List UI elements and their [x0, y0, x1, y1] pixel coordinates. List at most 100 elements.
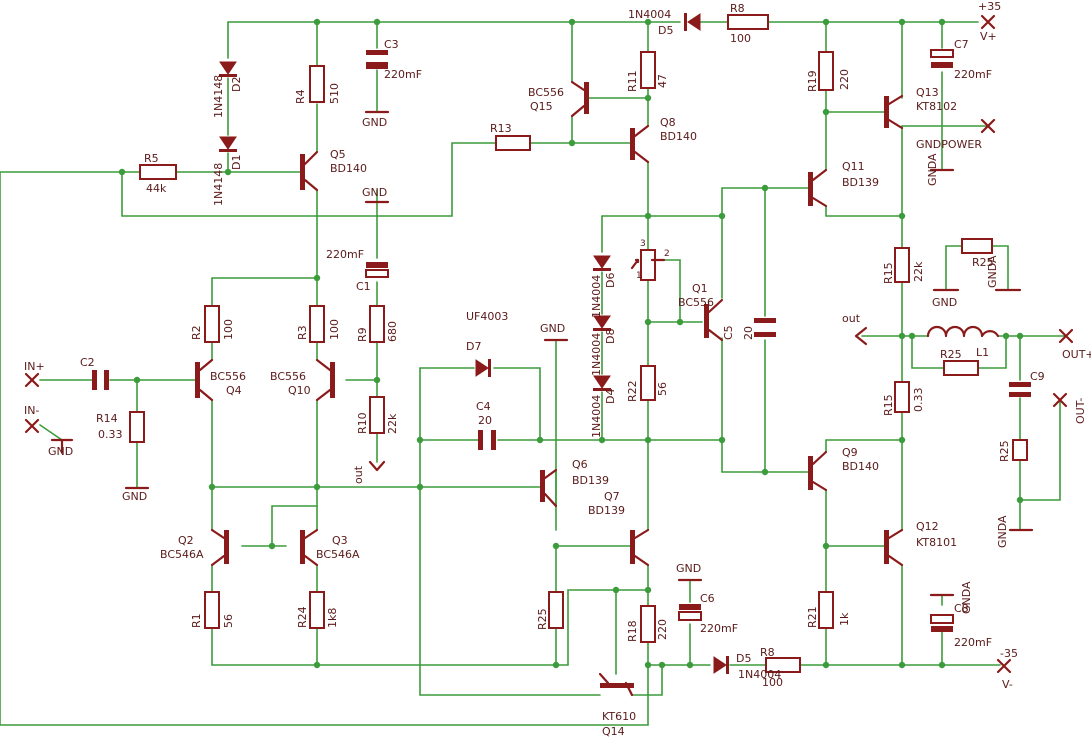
pot-pin-2: 2 — [664, 249, 670, 259]
r3-name: R3 — [296, 325, 309, 340]
r18-value: 220 — [838, 69, 851, 90]
q11-part: BD139 — [842, 176, 879, 189]
d2-part: 1N4148 — [212, 75, 225, 118]
diodes — [219, 13, 729, 674]
c5-value: 20 — [742, 326, 755, 340]
q14-name: Q14 — [602, 725, 625, 738]
gnda-c8: GNDA — [960, 581, 973, 614]
d7-part: UF4003 — [466, 310, 508, 323]
c3-name: C3 — [384, 38, 399, 51]
q2-part: BC546A — [160, 548, 204, 561]
r5-value: 44k — [146, 182, 167, 195]
capacitors — [92, 49, 1031, 632]
r1-name: R1 — [190, 613, 203, 628]
c7-name: C7 — [954, 38, 969, 51]
r10-name: R10 — [356, 412, 369, 434]
gnda-out: GNDA — [996, 515, 1009, 548]
q6-name: Q6 — [572, 458, 588, 471]
r23-name: R25 — [940, 348, 962, 361]
q10-name: Q10 — [288, 384, 311, 397]
q12-name: Q12 — [916, 520, 939, 533]
c1-value: 220mF — [326, 248, 364, 261]
gnda-r25: GNDA — [986, 255, 999, 288]
q8-name: Q8 — [660, 116, 676, 129]
d5b-name: D5 — [736, 652, 751, 665]
c4-value: 20 — [478, 414, 492, 427]
q3-part: BC546A — [316, 548, 360, 561]
r5-name: R5 — [144, 152, 159, 165]
r19-name: R21 — [806, 606, 819, 628]
d6-name: D6 — [604, 273, 617, 288]
in-neg-label: IN- — [24, 404, 39, 417]
d4-name: D4 — [604, 389, 617, 404]
q7-part: BD139 — [588, 504, 625, 517]
c7-value: 220mF — [954, 68, 992, 81]
r2-name: R2 — [190, 325, 203, 340]
c8-name: C8 — [954, 602, 969, 615]
d6-part: 1N4004 — [590, 275, 603, 318]
r15b-value: 0.33 — [912, 388, 925, 413]
q13-name: Q13 — [916, 86, 939, 99]
gndpower-label: GNDPOWER — [916, 138, 982, 151]
r17-value: 220 — [656, 619, 669, 640]
d2-name: D2 — [230, 77, 243, 92]
r1-value: 56 — [222, 614, 235, 628]
r13-name: R13 — [490, 122, 512, 135]
d5-name: D5 — [658, 24, 673, 37]
r4-value: 510 — [328, 83, 341, 104]
q10-part: BC556 — [270, 370, 306, 383]
c6-name: C6 — [700, 592, 715, 605]
r18-name: R19 — [806, 70, 819, 92]
r11-name: R11 — [626, 70, 639, 92]
d1-part: 1N4148 — [212, 163, 225, 206]
q9-name: Q9 — [842, 446, 858, 459]
q15-name: Q15 — [530, 100, 553, 113]
d4-part: 1N4004 — [590, 395, 603, 438]
r24-name: R25 — [536, 608, 549, 630]
r7-value: 100 — [730, 32, 751, 45]
out-neg-label: OUT- — [1074, 398, 1087, 424]
q1-name: Q1 — [692, 282, 708, 295]
gnd-r15: GND — [122, 490, 147, 503]
r11-value: 47 — [656, 74, 669, 88]
q5-name: Q5 — [330, 148, 346, 161]
r9-name: R9 — [356, 327, 369, 342]
c1-name: C1 — [356, 280, 371, 293]
c2-name: C2 — [80, 356, 95, 369]
out-label: out — [842, 312, 861, 325]
q1-part: BC556 — [678, 296, 714, 309]
r14-name: R15 — [882, 262, 895, 284]
q13-part: KT8102 — [916, 100, 957, 113]
q12-part: KT8101 — [916, 536, 957, 549]
pot-pin-3: 3 — [640, 239, 646, 249]
in-pos-label: IN+ — [24, 360, 45, 373]
d8-part: 1N4004 — [590, 333, 603, 376]
r25b-name: R25 — [998, 440, 1011, 462]
d5b-part: 1N4004 — [738, 668, 781, 681]
wires — [0, 21, 1067, 726]
gnd-c6: GND — [676, 562, 701, 575]
q8-part: BD140 — [660, 130, 697, 143]
junctions — [118, 18, 1024, 669]
d8-name: D8 — [604, 329, 617, 344]
transistors — [195, 80, 904, 697]
r21-value: 56 — [656, 382, 669, 396]
pot-pin-1: 1 — [636, 271, 642, 281]
d5-part: 1N4004 — [628, 8, 671, 21]
r15-value: 0.33 — [98, 428, 123, 441]
d1-name: D1 — [230, 155, 243, 170]
q5-part: BD140 — [330, 162, 367, 175]
c6-value: 220mF — [700, 622, 738, 635]
r10-value: 22k — [386, 413, 399, 434]
q14-part: KT610 — [602, 710, 636, 723]
gnd-in: GND — [48, 445, 73, 458]
out-node-label: out — [352, 465, 365, 484]
gnda-c7: GNDA — [926, 153, 939, 186]
gnd-r25: GND — [932, 296, 957, 309]
r15-name: R14 — [96, 412, 118, 425]
gnd-c1: GND — [362, 186, 387, 199]
r19-value: 1k — [838, 612, 851, 626]
c5-name: C5 — [722, 325, 735, 340]
neg-voltage-label: -35 — [1000, 647, 1018, 660]
